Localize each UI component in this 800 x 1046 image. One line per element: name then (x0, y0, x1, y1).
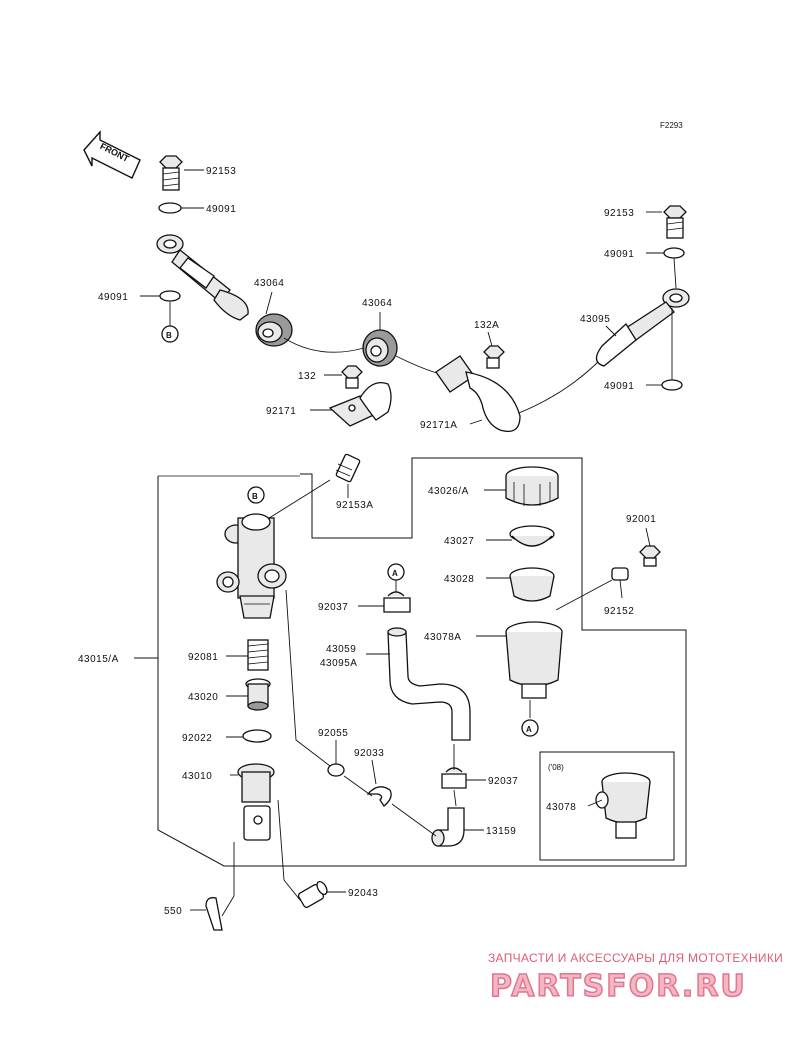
label-43078: 43078 (546, 802, 576, 813)
label-92153A: 92153A (336, 500, 373, 511)
variant-box (539, 751, 675, 861)
clamp-92171 (328, 381, 392, 427)
label-43028: 43028 (444, 574, 474, 585)
bolt-132 (341, 365, 363, 389)
cap-43026A (505, 466, 559, 506)
svg-text:B: B (166, 331, 172, 340)
label-92171A: 92171A (420, 420, 457, 431)
pushrod-43010 (237, 763, 275, 841)
grommet-43064-right (362, 329, 398, 367)
reservoir-43078 (595, 772, 651, 839)
cotter-pin-550 (205, 897, 223, 931)
marker-b-left: B (161, 325, 179, 343)
figure-code: F2293 (660, 121, 683, 130)
clamp-92171A (435, 355, 521, 433)
label-43064-right: 43064 (362, 298, 392, 309)
label-43059: 43059 (326, 644, 356, 655)
circlip-92022 (242, 729, 272, 743)
label-132A: 132A (474, 320, 499, 331)
label-92001: 92001 (626, 514, 656, 525)
label-92033: 92033 (354, 748, 384, 759)
label-49091-top-left: 49091 (206, 204, 236, 215)
bolt-92153-left (159, 155, 183, 191)
label-43010: 43010 (182, 771, 212, 782)
label-92037-top: 92037 (318, 602, 348, 613)
label-92081: 92081 (188, 652, 218, 663)
bolt-92153A (335, 453, 361, 483)
svg-text:A: A (526, 725, 532, 734)
label-92022: 92022 (182, 733, 212, 744)
label-132: 132 (298, 371, 316, 382)
clamp-92037-bottom (441, 767, 467, 789)
washer-49091-mid-left (159, 290, 181, 302)
oring-92055 (327, 763, 345, 777)
grommet-43064-left (255, 313, 293, 347)
collar-92152 (611, 567, 629, 581)
pin-92043 (297, 880, 328, 908)
plate-43027 (509, 525, 555, 547)
label-13159: 13159 (486, 826, 516, 837)
bolt-132A (483, 345, 505, 369)
fitting-13159 (431, 807, 465, 847)
label-92055: 92055 (318, 728, 348, 739)
label-43095A: 43095A (320, 658, 357, 669)
circlip-92033 (366, 786, 392, 807)
svg-text:B: B (252, 492, 258, 501)
label-92043: 92043 (348, 888, 378, 899)
label-43095: 43095 (580, 314, 610, 325)
svg-text:A: A (392, 569, 398, 578)
front-arrow-icon: FRONT (83, 130, 141, 179)
watermark-logo: PARTSFOR.RU (490, 969, 747, 1004)
label-92171: 92171 (266, 406, 296, 417)
reservoir-43078A (505, 621, 563, 699)
label-43020: 43020 (188, 692, 218, 703)
label-92152: 92152 (604, 606, 634, 617)
label-550: 550 (164, 906, 182, 917)
label-43027: 43027 (444, 536, 474, 547)
label-92037-bottom: 92037 (488, 776, 518, 787)
assembly-frame (157, 457, 687, 867)
screw-92001 (639, 545, 661, 567)
label-49091-right-top: 49091 (604, 249, 634, 260)
label-43078A: 43078A (424, 632, 461, 643)
master-cylinder-43015A (216, 513, 287, 619)
label-49091-mid-left: 49091 (98, 292, 128, 303)
hose-43059 (387, 627, 471, 741)
label-43026A: 43026/A (428, 486, 469, 497)
washer-49091-top-left (158, 202, 182, 214)
label-43064-left: 43064 (254, 278, 284, 289)
marker-a-reservoir: A (521, 719, 539, 737)
marker-b-cylinder: B (247, 486, 265, 504)
watermark-tagline: ЗАПЧАСТИ И АКСЕССУАРЫ ДЛЯ МОТОТЕХНИКИ (488, 951, 783, 965)
label-43015A: 43015/A (78, 654, 119, 665)
label-92153-right: 92153 (604, 208, 634, 219)
bolt-92153-right (663, 205, 687, 239)
label-49091-right-bottom: 49091 (604, 381, 634, 392)
marker-a-hose: A (387, 563, 405, 581)
piston-43020 (245, 678, 271, 711)
diaphragm-43028 (509, 567, 555, 602)
label-92153-top-left: 92153 (206, 166, 236, 177)
variant-label: ('08) (548, 763, 564, 772)
clamp-92037-top (383, 591, 411, 613)
banjo-fitting-left (156, 234, 249, 321)
spring-92081 (247, 639, 269, 671)
banjo-fitting-right (595, 288, 690, 367)
washer-49091-right-top (663, 247, 685, 259)
washer-49091-right-bottom (661, 379, 683, 391)
